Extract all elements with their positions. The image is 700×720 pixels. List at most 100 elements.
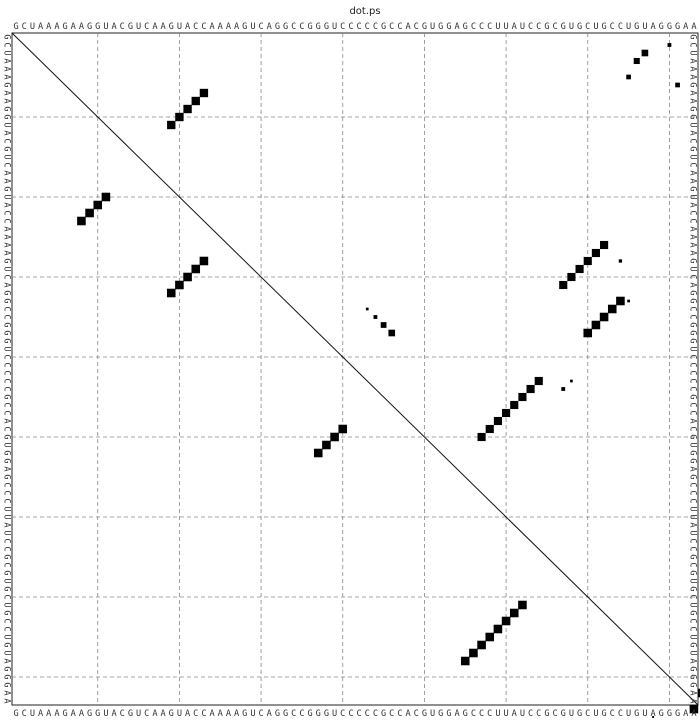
sequence-nucleotide: A xyxy=(688,658,698,664)
sequence-nucleotide: A xyxy=(691,22,697,32)
mfe-pair-dot xyxy=(93,200,103,210)
sequence-nucleotide: U xyxy=(495,709,500,719)
sequence-nucleotide: C xyxy=(397,709,402,719)
sequence-nucleotide: C xyxy=(365,709,370,719)
sequence-nucleotide: G xyxy=(561,709,566,719)
sequence-nucleotide: U xyxy=(688,634,698,639)
pair-probability-dot xyxy=(570,379,573,383)
sequence-nucleotide: A xyxy=(111,22,117,32)
sequence-nucleotide: U xyxy=(30,22,35,32)
sequence-nucleotide: G xyxy=(307,22,312,32)
sequence-nucleotide: G xyxy=(87,22,92,32)
pair-probability-dot xyxy=(583,256,592,266)
pair-probability-dot xyxy=(591,248,600,258)
sequence-nucleotide: C xyxy=(688,498,698,503)
sequence-nucleotide: G xyxy=(688,330,698,335)
sequence-nucleotide: A xyxy=(71,709,77,719)
sequence-nucleotide: C xyxy=(2,378,12,383)
sequence-nucleotide: G xyxy=(688,34,698,39)
sequence-nucleotide: G xyxy=(544,22,549,32)
sequence-nucleotide: G xyxy=(2,570,12,575)
lower-triangle-dots xyxy=(77,192,700,714)
upper-triangle-dots xyxy=(167,43,680,718)
sequence-nucleotide: G xyxy=(688,458,698,463)
sequence-nucleotide: G xyxy=(2,458,12,463)
sequence-nucleotide: G xyxy=(2,330,12,335)
mfe-pair-dot xyxy=(477,640,486,650)
sequence-nucleotide: A xyxy=(688,74,698,80)
pair-probability-dot xyxy=(526,384,535,394)
sequence-nucleotide: U xyxy=(136,709,141,719)
sequence-nucleotide: C xyxy=(688,626,698,631)
sequence-nucleotide: C xyxy=(22,709,27,719)
sequence-nucleotide: A xyxy=(79,22,85,32)
sequence-nucleotide: C xyxy=(373,709,378,719)
sequence-nucleotide: G xyxy=(128,22,133,32)
sequence-nucleotide: C xyxy=(389,22,394,32)
sequence-nucleotide: G xyxy=(95,22,100,32)
sequence-nucleotide: A xyxy=(218,22,224,32)
sequence-nucleotide: A xyxy=(650,22,656,32)
sequence-nucleotide: U xyxy=(2,122,12,127)
sequence-nucleotide: G xyxy=(438,22,443,32)
sequence-nucleotide: C xyxy=(688,362,698,367)
sequence-nucleotide: G xyxy=(87,709,92,719)
mfe-pair-dot xyxy=(689,704,699,714)
pair-probability-dot xyxy=(510,400,519,410)
sequence-nucleotide: G xyxy=(688,674,698,679)
sequence-nucleotide: C xyxy=(2,362,12,367)
sequence-nucleotide: C xyxy=(2,546,12,551)
sequence-nucleotide: G xyxy=(95,709,100,719)
sequence-nucleotide: A xyxy=(2,170,12,176)
sequence-nucleotide: C xyxy=(356,22,361,32)
sequence-nucleotide: C xyxy=(536,709,541,719)
sequence-nucleotide: G xyxy=(688,570,698,575)
sequence-nucleotide: U xyxy=(688,530,698,535)
sequence-nucleotide: U xyxy=(2,634,12,639)
sequence-nucleotide: G xyxy=(2,666,12,671)
sequence-nucleotide: G xyxy=(446,22,451,32)
sequence-nucleotide: G xyxy=(601,22,606,32)
sequence-nucleotide: G xyxy=(275,22,280,32)
sequence-nucleotide: U xyxy=(2,514,12,519)
sequence-nucleotide: U xyxy=(2,266,12,271)
mfe-pair-dot xyxy=(85,208,94,218)
sequence-nucleotide: A xyxy=(2,282,12,288)
sequence-nucleotide: G xyxy=(2,642,12,647)
sequence-nucleotide: A xyxy=(71,22,77,32)
sequence-nucleotide: A xyxy=(152,709,158,719)
sequence-nucleotide: C xyxy=(471,22,476,32)
sequence-nucleotide: A xyxy=(226,22,232,32)
sequence-nucleotide: G xyxy=(2,394,12,399)
sequence-nucleotide: A xyxy=(2,690,12,696)
sequence-nucleotide: G xyxy=(2,258,12,263)
mfe-pair-dot xyxy=(166,288,176,298)
mfe-pair-dot xyxy=(77,216,86,226)
sequence-nucleotide: A xyxy=(234,709,240,719)
sequence-nucleotide: A xyxy=(2,522,12,528)
sequence-nucleotide: C xyxy=(258,709,263,719)
sequence-nucleotide: U xyxy=(642,22,647,32)
sequence-nucleotide: U xyxy=(2,194,12,199)
sequence-nucleotide: C xyxy=(688,306,698,311)
sequence-nucleotide: C xyxy=(536,22,541,32)
mfe-pair-dot xyxy=(199,256,209,266)
pair-probability-dot xyxy=(493,416,502,426)
sequence-nucleotide: G xyxy=(688,338,698,343)
sequence-nucleotide: A xyxy=(2,698,12,704)
sequence-nucleotide: C xyxy=(348,22,353,32)
sequence-nucleotide: C xyxy=(365,22,370,32)
sequence-nucleotide: A xyxy=(688,242,698,248)
sequence-nucleotide: C xyxy=(299,22,304,32)
sequence-nucleotide: A xyxy=(234,22,240,32)
sequence-nucleotide: U xyxy=(2,650,12,655)
pair-probability-dot xyxy=(618,259,623,263)
sequence-nucleotide: U xyxy=(520,709,525,719)
pair-probability-dot xyxy=(627,299,630,303)
sequence-nucleotide: U xyxy=(520,22,525,32)
sequence-nucleotide: C xyxy=(528,709,533,719)
sequence-nucleotide: G xyxy=(422,709,427,719)
sequence-nucleotide: C xyxy=(688,42,698,47)
sequence-nucleotide: C xyxy=(2,138,12,143)
